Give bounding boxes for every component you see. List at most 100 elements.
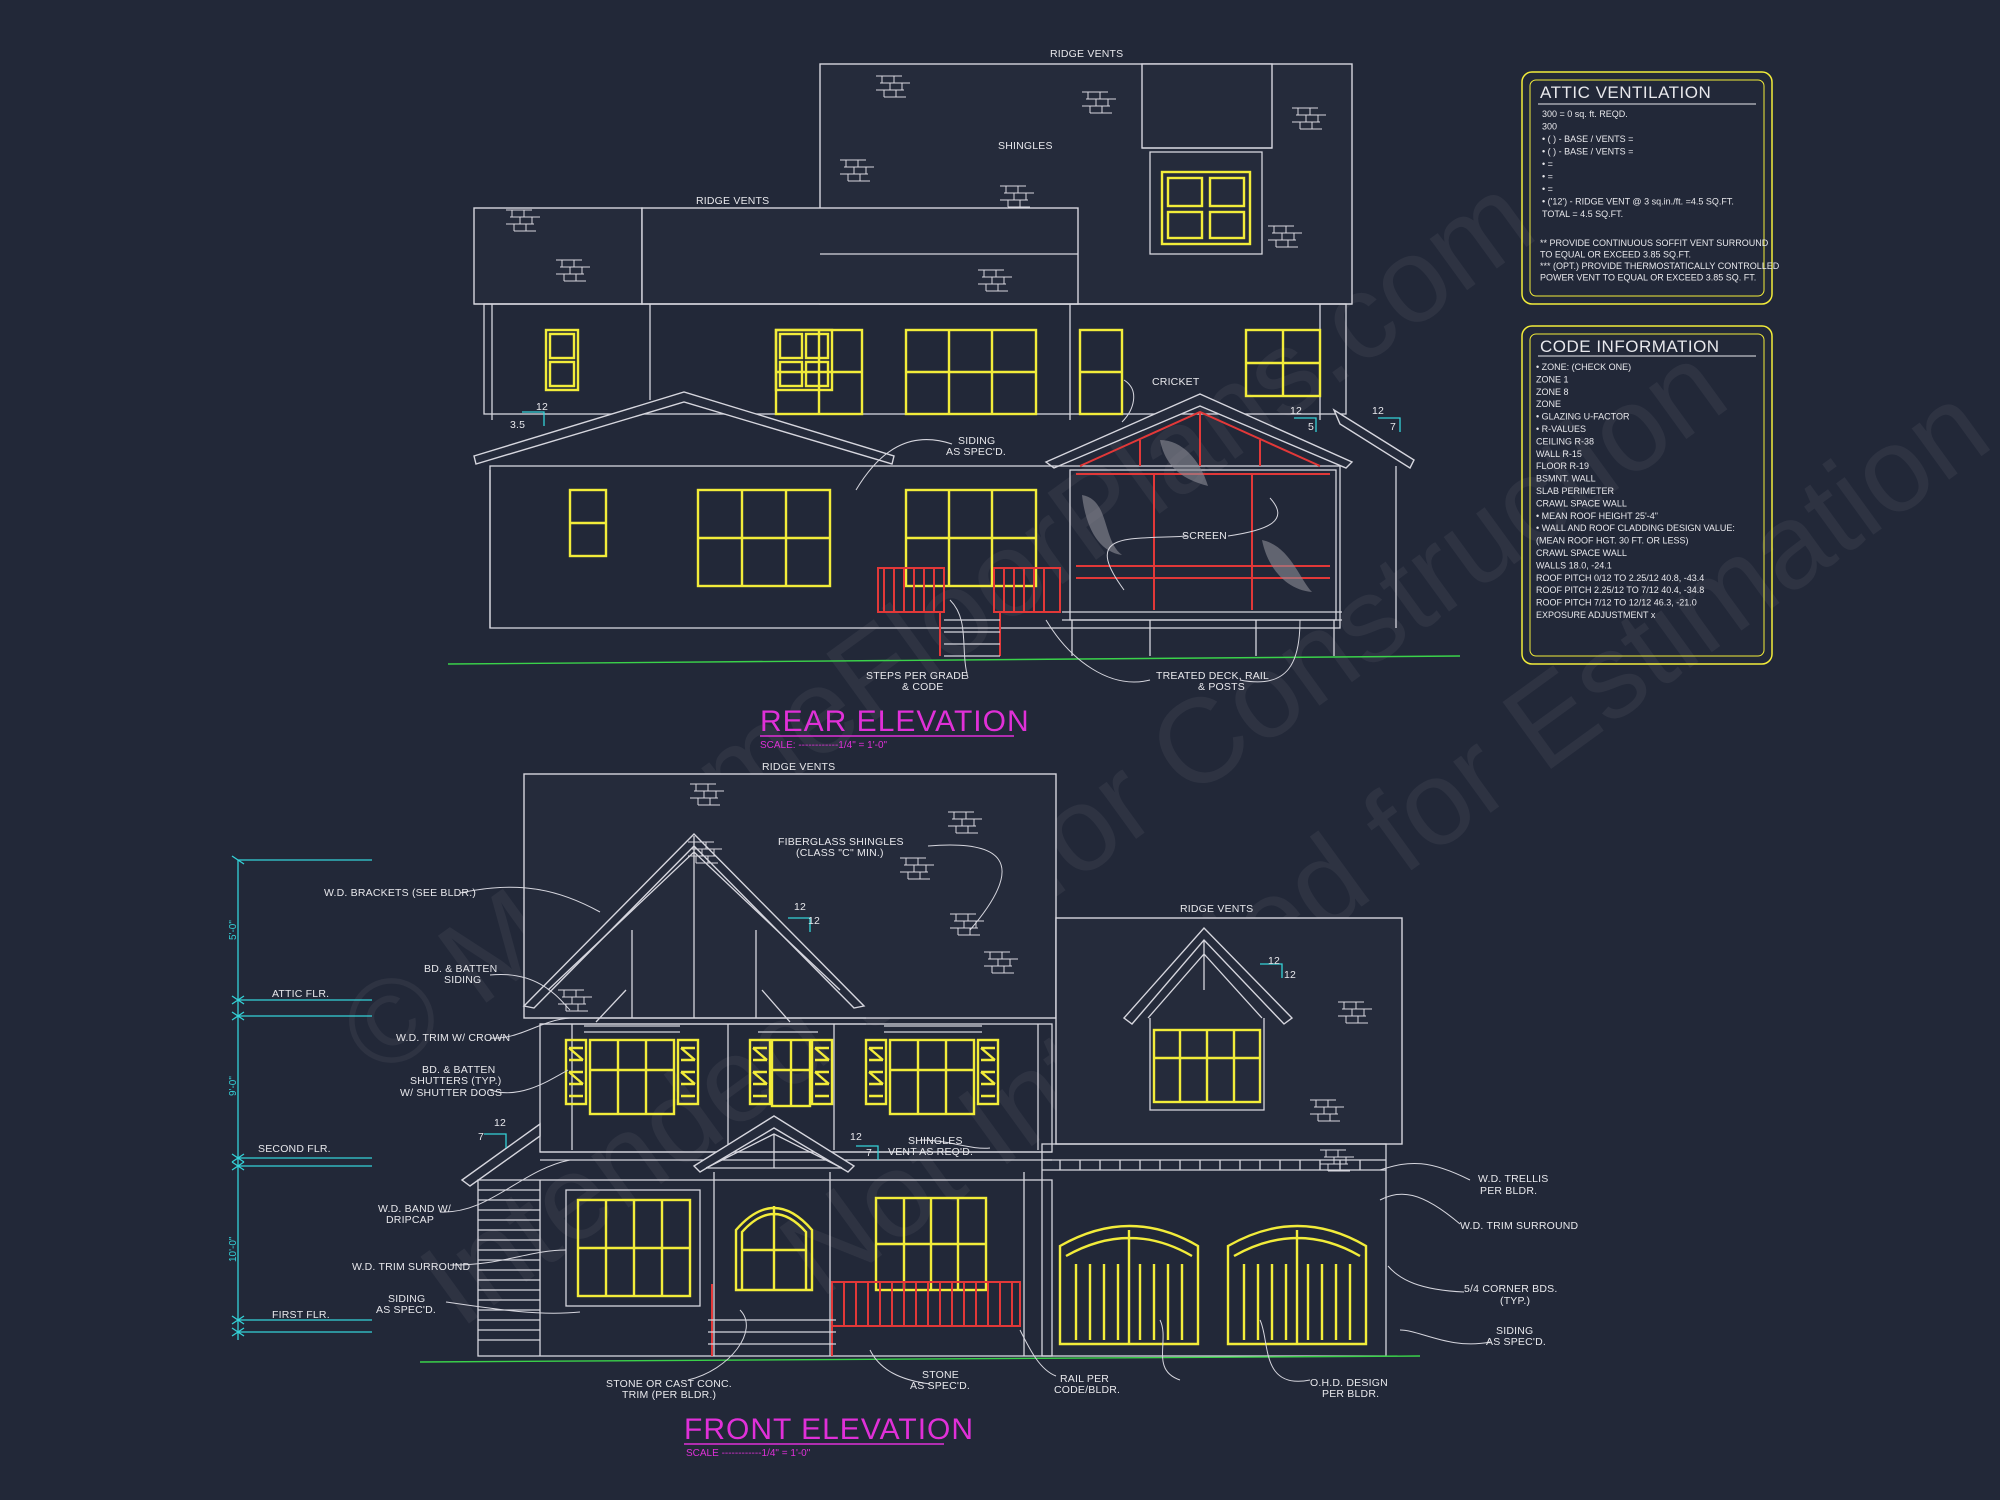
table-line: • WALL AND ROOF CLADDING DESIGN VALUE:: [1536, 523, 1735, 533]
table-line: 300 = 0 sq. ft. REQD.: [1542, 109, 1628, 119]
svg-text:5/4 CORNER BDS.: 5/4 CORNER BDS.: [1464, 1283, 1557, 1295]
front-elevation: 12 12 12 12 12 7 12 7 5'-0" 9'-0" 10'-0"…: [228, 761, 1579, 1459]
svg-text:12: 12: [536, 401, 548, 413]
table-line: ZONE: [1536, 399, 1561, 409]
svg-text:BD. & BATTEN: BD. & BATTEN: [424, 963, 497, 975]
svg-text:& POSTS: & POSTS: [1198, 681, 1245, 693]
svg-text:AS SPEC'D.: AS SPEC'D.: [946, 446, 1006, 458]
rear-left-roof: [473, 207, 643, 305]
table-line: CRAWL SPACE WALL: [1536, 498, 1627, 508]
front-garage-dormer: [1122, 926, 1294, 1025]
svg-text:W.D. TRIM W/ CROWN: W.D. TRIM W/ CROWN: [396, 1032, 510, 1044]
rear-cricket-label: CRICKET: [1152, 376, 1200, 388]
rear-deck: [877, 567, 1061, 657]
svg-text:SIDING: SIDING: [1496, 1325, 1533, 1337]
table-line: POWER VENT TO EQUAL OR EXCEED 3.85 SQ. F…: [1540, 273, 1756, 283]
svg-text:BD. & BATTEN: BD. & BATTEN: [422, 1064, 495, 1076]
svg-text:12: 12: [794, 901, 806, 913]
front-entry-door: [734, 1206, 814, 1292]
svg-text:FIBERGLASS SHINGLES: FIBERGLASS SHINGLES: [778, 836, 904, 848]
front-elevation-title: FRONT ELEVATION: [684, 1413, 974, 1446]
svg-text:STONE OR CAST CONC.: STONE OR CAST CONC.: [606, 1378, 732, 1390]
svg-text:SIDING: SIDING: [388, 1293, 425, 1305]
svg-text:10'-0": 10'-0": [228, 1236, 239, 1262]
level-dimensions: 5'-0" 9'-0" 10'-0" ATTIC FLR. SECOND FLR…: [228, 855, 372, 1340]
garage-door-left: [1058, 1224, 1200, 1346]
table-line: • =: [1542, 172, 1553, 182]
svg-text:STONE: STONE: [922, 1369, 959, 1381]
table-line: • GLAZING U-FACTOR: [1536, 412, 1630, 422]
table-line: EXPOSURE ADJUSTMENT x: [1536, 610, 1656, 620]
table-line: CRAWL SPACE WALL: [1536, 548, 1627, 558]
svg-text:12: 12: [850, 1131, 862, 1143]
svg-text:3.5: 3.5: [510, 419, 525, 431]
attic-ventilation-title: ATTIC VENTILATION: [1540, 83, 1711, 102]
rear-elevation-scale: SCALE: ------------1/4" = 1'-0": [760, 740, 888, 751]
table-line: • =: [1542, 159, 1553, 169]
front-elevation-scale: SCALE ------------1/4" = 1'-0": [686, 1448, 811, 1459]
rear-screen-porch-roof: [1044, 393, 1354, 469]
front-ridge-vents-main: RIDGE VENTS: [762, 761, 835, 773]
svg-text:DRIPCAP: DRIPCAP: [386, 1214, 434, 1226]
rear-elevation-title: REAR ELEVATION: [760, 705, 1030, 738]
rear-dormer-block: [1141, 63, 1273, 149]
svg-text:5'-0": 5'-0": [228, 920, 239, 940]
svg-text:9'-0": 9'-0": [228, 1076, 239, 1096]
svg-text:12: 12: [494, 1117, 506, 1129]
table-line: ZONE 8: [1536, 387, 1569, 397]
code-information-title: CODE INFORMATION: [1540, 337, 1720, 356]
table-line: • =: [1542, 184, 1553, 194]
table-line: SLAB PERIMETER: [1536, 486, 1615, 496]
rear-mid-roof: [641, 207, 1079, 305]
svg-text:W.D. TRIM SURROUND: W.D. TRIM SURROUND: [1460, 1220, 1579, 1232]
table-line: TO EQUAL OR EXCEED 3.85 SQ.FT.: [1540, 250, 1691, 260]
table-line: ROOF PITCH 7/12 TO 12/12 46.3, -21.0: [1536, 598, 1697, 608]
svg-text:12: 12: [1372, 405, 1384, 417]
rear-screen-porch: [1062, 410, 1342, 656]
attic-floor-label: ATTIC FLR.: [272, 988, 329, 1000]
svg-text:W.D. TRELLIS: W.D. TRELLIS: [1478, 1173, 1548, 1185]
rear-window: [544, 328, 580, 392]
front-dormer-window: [1152, 1028, 1262, 1104]
table-line: 300: [1542, 122, 1557, 132]
table-line: • R-VALUES: [1536, 424, 1586, 434]
svg-text:CODE/BLDR.: CODE/BLDR.: [1054, 1384, 1120, 1396]
svg-text:TREATED DECK, RAIL: TREATED DECK, RAIL: [1156, 670, 1269, 682]
table-line: CEILING R-38: [1536, 436, 1594, 446]
rear-dormer-window: [1160, 170, 1252, 246]
svg-text:7: 7: [478, 1131, 484, 1143]
svg-text:W.D. BAND W/: W.D. BAND W/: [378, 1203, 451, 1215]
table-line: • ZONE: (CHECK ONE): [1536, 362, 1631, 372]
svg-text:SHINGLES: SHINGLES: [908, 1135, 963, 1147]
front-porch-rail: [831, 1281, 1021, 1327]
rear-porch-roof-left: [473, 391, 895, 465]
front-porch-gable: [692, 1115, 856, 1173]
table-line: TOTAL = 4.5 SQ.FT.: [1542, 209, 1623, 219]
svg-text:O.H.D. DESIGN: O.H.D. DESIGN: [1310, 1377, 1388, 1389]
svg-text:VENT AS REQ'D.: VENT AS REQ'D.: [888, 1146, 973, 1158]
svg-text:7: 7: [1390, 421, 1396, 433]
table-line: • ( ) - BASE / VENTS =: [1542, 147, 1633, 157]
code-information-table: CODE INFORMATION • ZONE: (CHECK ONE) ZON…: [1521, 325, 1773, 665]
front-ridge-vents-garage: RIDGE VENTS: [1180, 903, 1253, 915]
svg-text:12: 12: [808, 915, 820, 927]
attic-ventilation-table: ATTIC VENTILATION 300 = 0 sq. ft. REQD. 3…: [1521, 71, 1780, 305]
table-line: FLOOR R-19: [1536, 461, 1589, 471]
table-line: ** PROVIDE CONTINUOUS SOFFIT VENT SURROU…: [1540, 238, 1769, 248]
second-floor-label: SECOND FLR.: [258, 1143, 331, 1155]
svg-text:12: 12: [1290, 405, 1302, 417]
table-line: • ( ) - BASE / VENTS =: [1542, 134, 1633, 144]
svg-text:W/ SHUTTER DOGS: W/ SHUTTER DOGS: [400, 1087, 502, 1099]
svg-text:AS SPEC'D.: AS SPEC'D.: [376, 1304, 436, 1316]
table-line: • ('12') - RIDGE VENT @ 3 sq.in./ft. =4.…: [1542, 197, 1734, 207]
table-line: ROOF PITCH 2.25/12 TO 7/12 40.4, -34.8: [1536, 585, 1704, 595]
table-line: WALL R-15: [1536, 449, 1582, 459]
svg-text:& CODE: & CODE: [902, 681, 943, 693]
table-line: ZONE 1: [1536, 374, 1569, 384]
svg-text:AS SPEC'D.: AS SPEC'D.: [910, 1380, 970, 1392]
svg-text:12: 12: [1268, 955, 1280, 967]
rear-elevation: 12 3.5 12 5 12 7 RIDGE VENTS RIDGE VENTS…: [447, 48, 1461, 751]
svg-text:SIDING: SIDING: [444, 974, 481, 986]
svg-text:AS SPEC'D.: AS SPEC'D.: [1486, 1336, 1546, 1348]
